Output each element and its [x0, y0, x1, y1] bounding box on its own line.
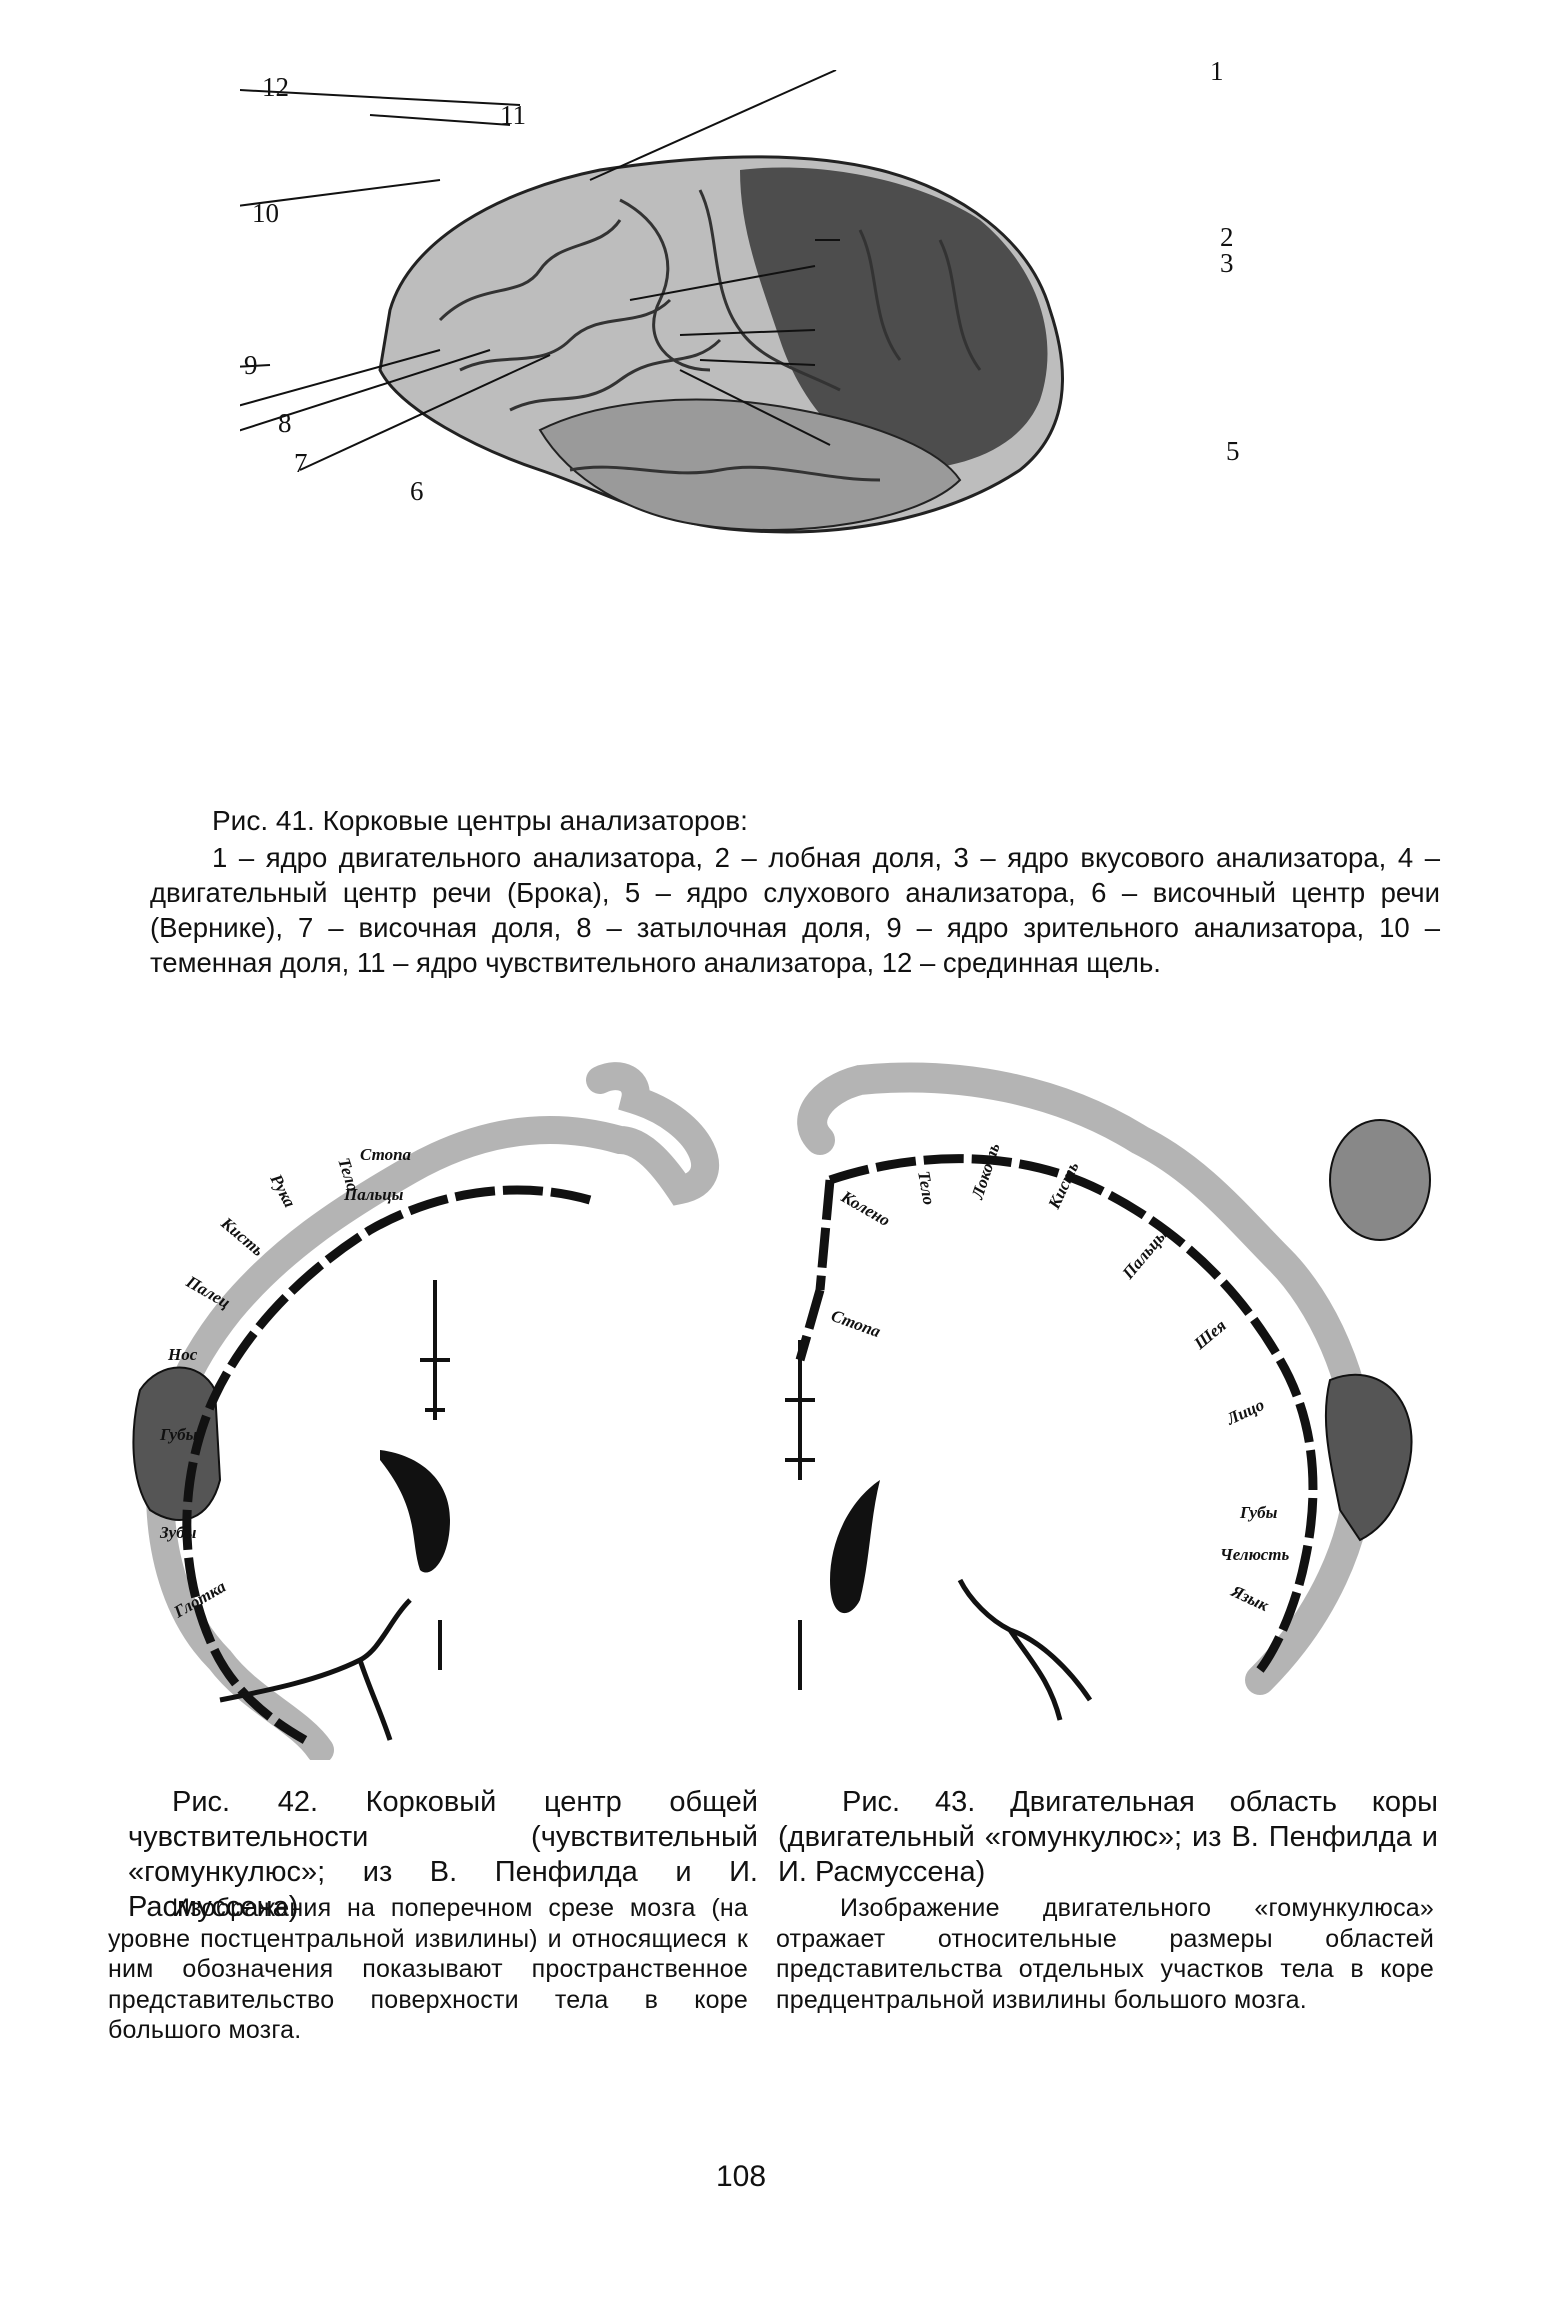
label-nos: Нос: [167, 1345, 198, 1364]
label-lokot: Локоть: [967, 1140, 1003, 1202]
label-zuby: Зубы: [159, 1523, 197, 1542]
label-6: 6: [410, 476, 424, 506]
label-guby: Губы: [159, 1425, 198, 1444]
label-paltsy: Пальцы: [1118, 1225, 1172, 1284]
label-1: 1: [1210, 56, 1224, 86]
label-3: 3: [1220, 248, 1234, 278]
page-number: 108: [716, 2160, 767, 2193]
label-sheya: Шея: [1190, 1316, 1230, 1354]
label-10: 10: [252, 198, 279, 228]
label-5: 5: [1226, 436, 1240, 466]
figure-42-caption-title: Рис. 42. Корковый центр общей чувствител…: [128, 1786, 758, 1923]
figure-43-caption-body: Изображение двигательного «гомункулюса» …: [776, 1894, 1434, 2014]
figure-43-caption-title: Рис. 43. Двигательная область коры (двиг…: [778, 1786, 1438, 1888]
label-2: 2: [1220, 222, 1234, 252]
figure-42-sensory-homunculus: Тело Стопа Пальцы Рука Кисть Палец Нос Г…: [132, 1062, 719, 1760]
label-yazyk: Язык: [1227, 1581, 1271, 1615]
label-guby: Губы: [1239, 1503, 1278, 1522]
label-12: 12: [262, 72, 289, 102]
label-stopa: Стопа: [829, 1306, 884, 1341]
label-palets: Палец: [182, 1272, 233, 1313]
label-7: 7: [294, 448, 308, 478]
label-koleno: Колено: [837, 1187, 893, 1231]
figure-41-caption-body: 1 – ядро двигательного анализатора, 2 – …: [150, 842, 1440, 978]
label-kist: Кисть: [217, 1213, 268, 1260]
figure-43-motor-homunculus: Колено Тело Локоть Кисть Пальцы Шея Лицо…: [785, 1062, 1431, 1721]
figure-42-caption-body: Изображения на поперечном срезе мозга (н…: [108, 1894, 748, 2044]
figure-41-caption-title: Рис. 41. Корковые центры анализаторов:: [212, 805, 748, 836]
figure-41-brain-illustration: [240, 70, 1064, 534]
label-telo: Тело: [914, 1169, 939, 1206]
label-chelyust: Челюсть: [1220, 1545, 1290, 1564]
label-11: 11: [500, 100, 526, 130]
label-litso: Лицо: [1223, 1395, 1267, 1429]
label-ruka: Рука: [266, 1170, 300, 1211]
label-paltsy: Пальцы: [343, 1185, 404, 1204]
label-stopa: Стопа: [360, 1145, 412, 1164]
label-9: 9: [244, 350, 258, 380]
label-8: 8: [278, 408, 292, 438]
figure-41-labels: 1 2 3 5 6 7 8 9 10 11 12: [244, 56, 1240, 506]
